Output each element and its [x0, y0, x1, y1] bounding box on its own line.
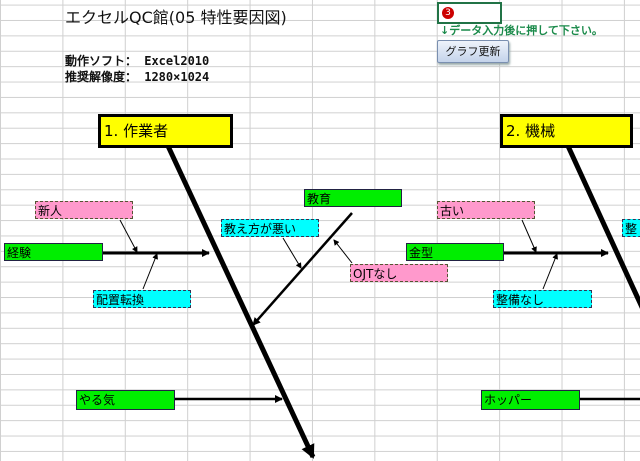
- spine-worker: [165, 144, 316, 459]
- category-machine[interactable]: 2. 機械: [500, 114, 633, 148]
- branch-education: [252, 212, 353, 326]
- cause-education[interactable]: 教育: [304, 189, 402, 207]
- subcause-no-maintenance[interactable]: 整備なし: [493, 290, 592, 308]
- hint-text: ↓データ入力後に押して下さい。: [440, 24, 603, 37]
- cause-experience[interactable]: 経験: [4, 243, 103, 261]
- subcause-maintenance-partial[interactable]: 整: [622, 219, 640, 237]
- cause-hopper[interactable]: ホッパー: [481, 390, 580, 410]
- sheet-title: エクセルQC館(05 特性要因図): [65, 8, 287, 27]
- subcause-newcomer[interactable]: 新人: [35, 201, 133, 219]
- update-graph-button[interactable]: グラフ更新: [437, 40, 509, 63]
- subcause-reassignment[interactable]: 配置転換: [93, 290, 191, 308]
- software-info: 動作ソフト： Excel2010: [65, 54, 210, 68]
- circled-number-icon: 3: [442, 7, 454, 19]
- cause-mold[interactable]: 金型: [406, 243, 504, 261]
- resolution-info: 推奨解像度： 1280×1024: [65, 70, 210, 84]
- selected-cell[interactable]: 3: [437, 2, 502, 24]
- spine-machine: [565, 144, 640, 309]
- category-worker[interactable]: 1. 作業者: [98, 114, 233, 148]
- subcause-poor-teaching[interactable]: 教え方が悪い: [221, 219, 319, 237]
- subcause-no-ojt[interactable]: OJTなし: [350, 264, 448, 282]
- subcause-old[interactable]: 古い: [437, 201, 535, 219]
- cause-motivation[interactable]: やる気: [76, 390, 175, 410]
